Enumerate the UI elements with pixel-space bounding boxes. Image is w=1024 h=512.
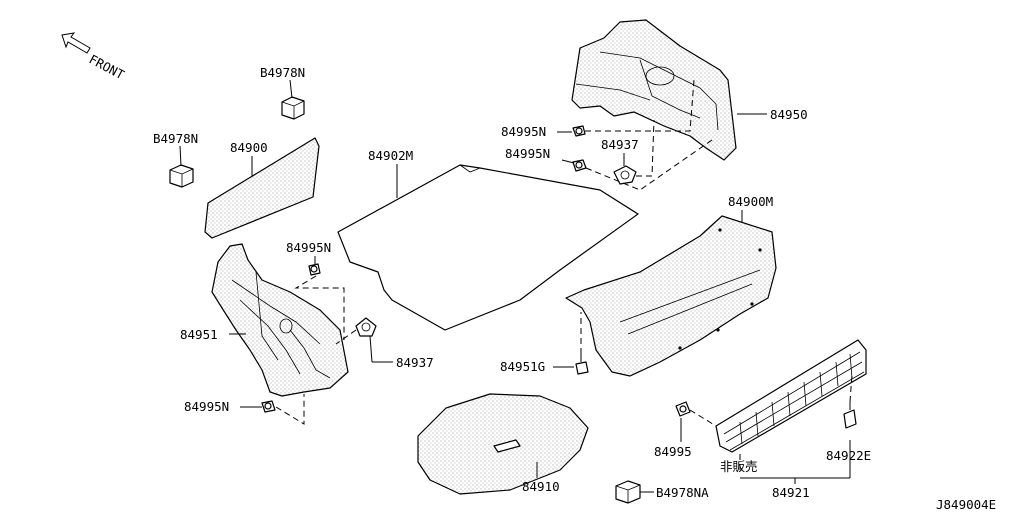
part-84900m-tailgate-trim	[565, 215, 777, 377]
callout-84995: 84995	[654, 444, 692, 459]
callout-84902m: 84902M	[368, 148, 413, 163]
part-84951-side-trim	[211, 243, 349, 397]
callout-84995n-c: 84995N	[286, 240, 331, 255]
callout-84921: 84921	[772, 485, 810, 500]
clip-84937-a-icon	[613, 165, 637, 185]
callout-84995n-b: 84995N	[505, 146, 550, 161]
callout-84910: 84910	[522, 479, 560, 494]
front-arrow-icon	[61, 32, 91, 54]
callout-84937-a: 84937	[601, 137, 639, 152]
callout-84978n-left: B4978N	[153, 131, 198, 146]
callout-84978n-top: B4978N	[260, 65, 305, 80]
clip-84995n-d-icon	[261, 400, 276, 413]
part-84910-floor-mat	[417, 393, 589, 495]
clip-84995n-a-icon	[572, 125, 586, 137]
callout-84995n-d: 84995N	[184, 399, 229, 414]
part-84900-board	[204, 137, 320, 239]
callout-84900: 84900	[230, 140, 268, 155]
part-84950-side-trim	[571, 19, 737, 161]
callout-84951: 84951	[180, 327, 218, 342]
clip-84978n-top-icon	[281, 96, 305, 120]
callout-84900m: 84900M	[728, 194, 773, 209]
callout-84950: 84950	[770, 107, 808, 122]
clip-84995-icon	[675, 401, 691, 417]
clip-84978na-icon	[615, 480, 641, 504]
clip-84951g-icon	[575, 354, 589, 375]
clip-84978n-left-icon	[169, 164, 194, 188]
diagram-code: J849004E	[936, 497, 996, 512]
callout-84922e: 84922E	[826, 448, 871, 463]
front-label: FRONT	[87, 51, 128, 82]
clip-84995n-b-icon	[572, 159, 587, 172]
clip-84995n-c-icon	[308, 263, 321, 276]
callout-84937-b: 84937	[396, 355, 434, 370]
callout-84995n-a: 84995N	[501, 124, 546, 139]
callout-84951g: 84951G	[500, 359, 545, 374]
clip-84937-b-icon	[355, 317, 377, 337]
not-for-sale-note: 非販売	[720, 459, 758, 474]
clip-84922e-icon	[843, 402, 857, 429]
part-84921-rear-plate	[715, 339, 867, 453]
callout-84978na: B4978NA	[656, 485, 709, 500]
